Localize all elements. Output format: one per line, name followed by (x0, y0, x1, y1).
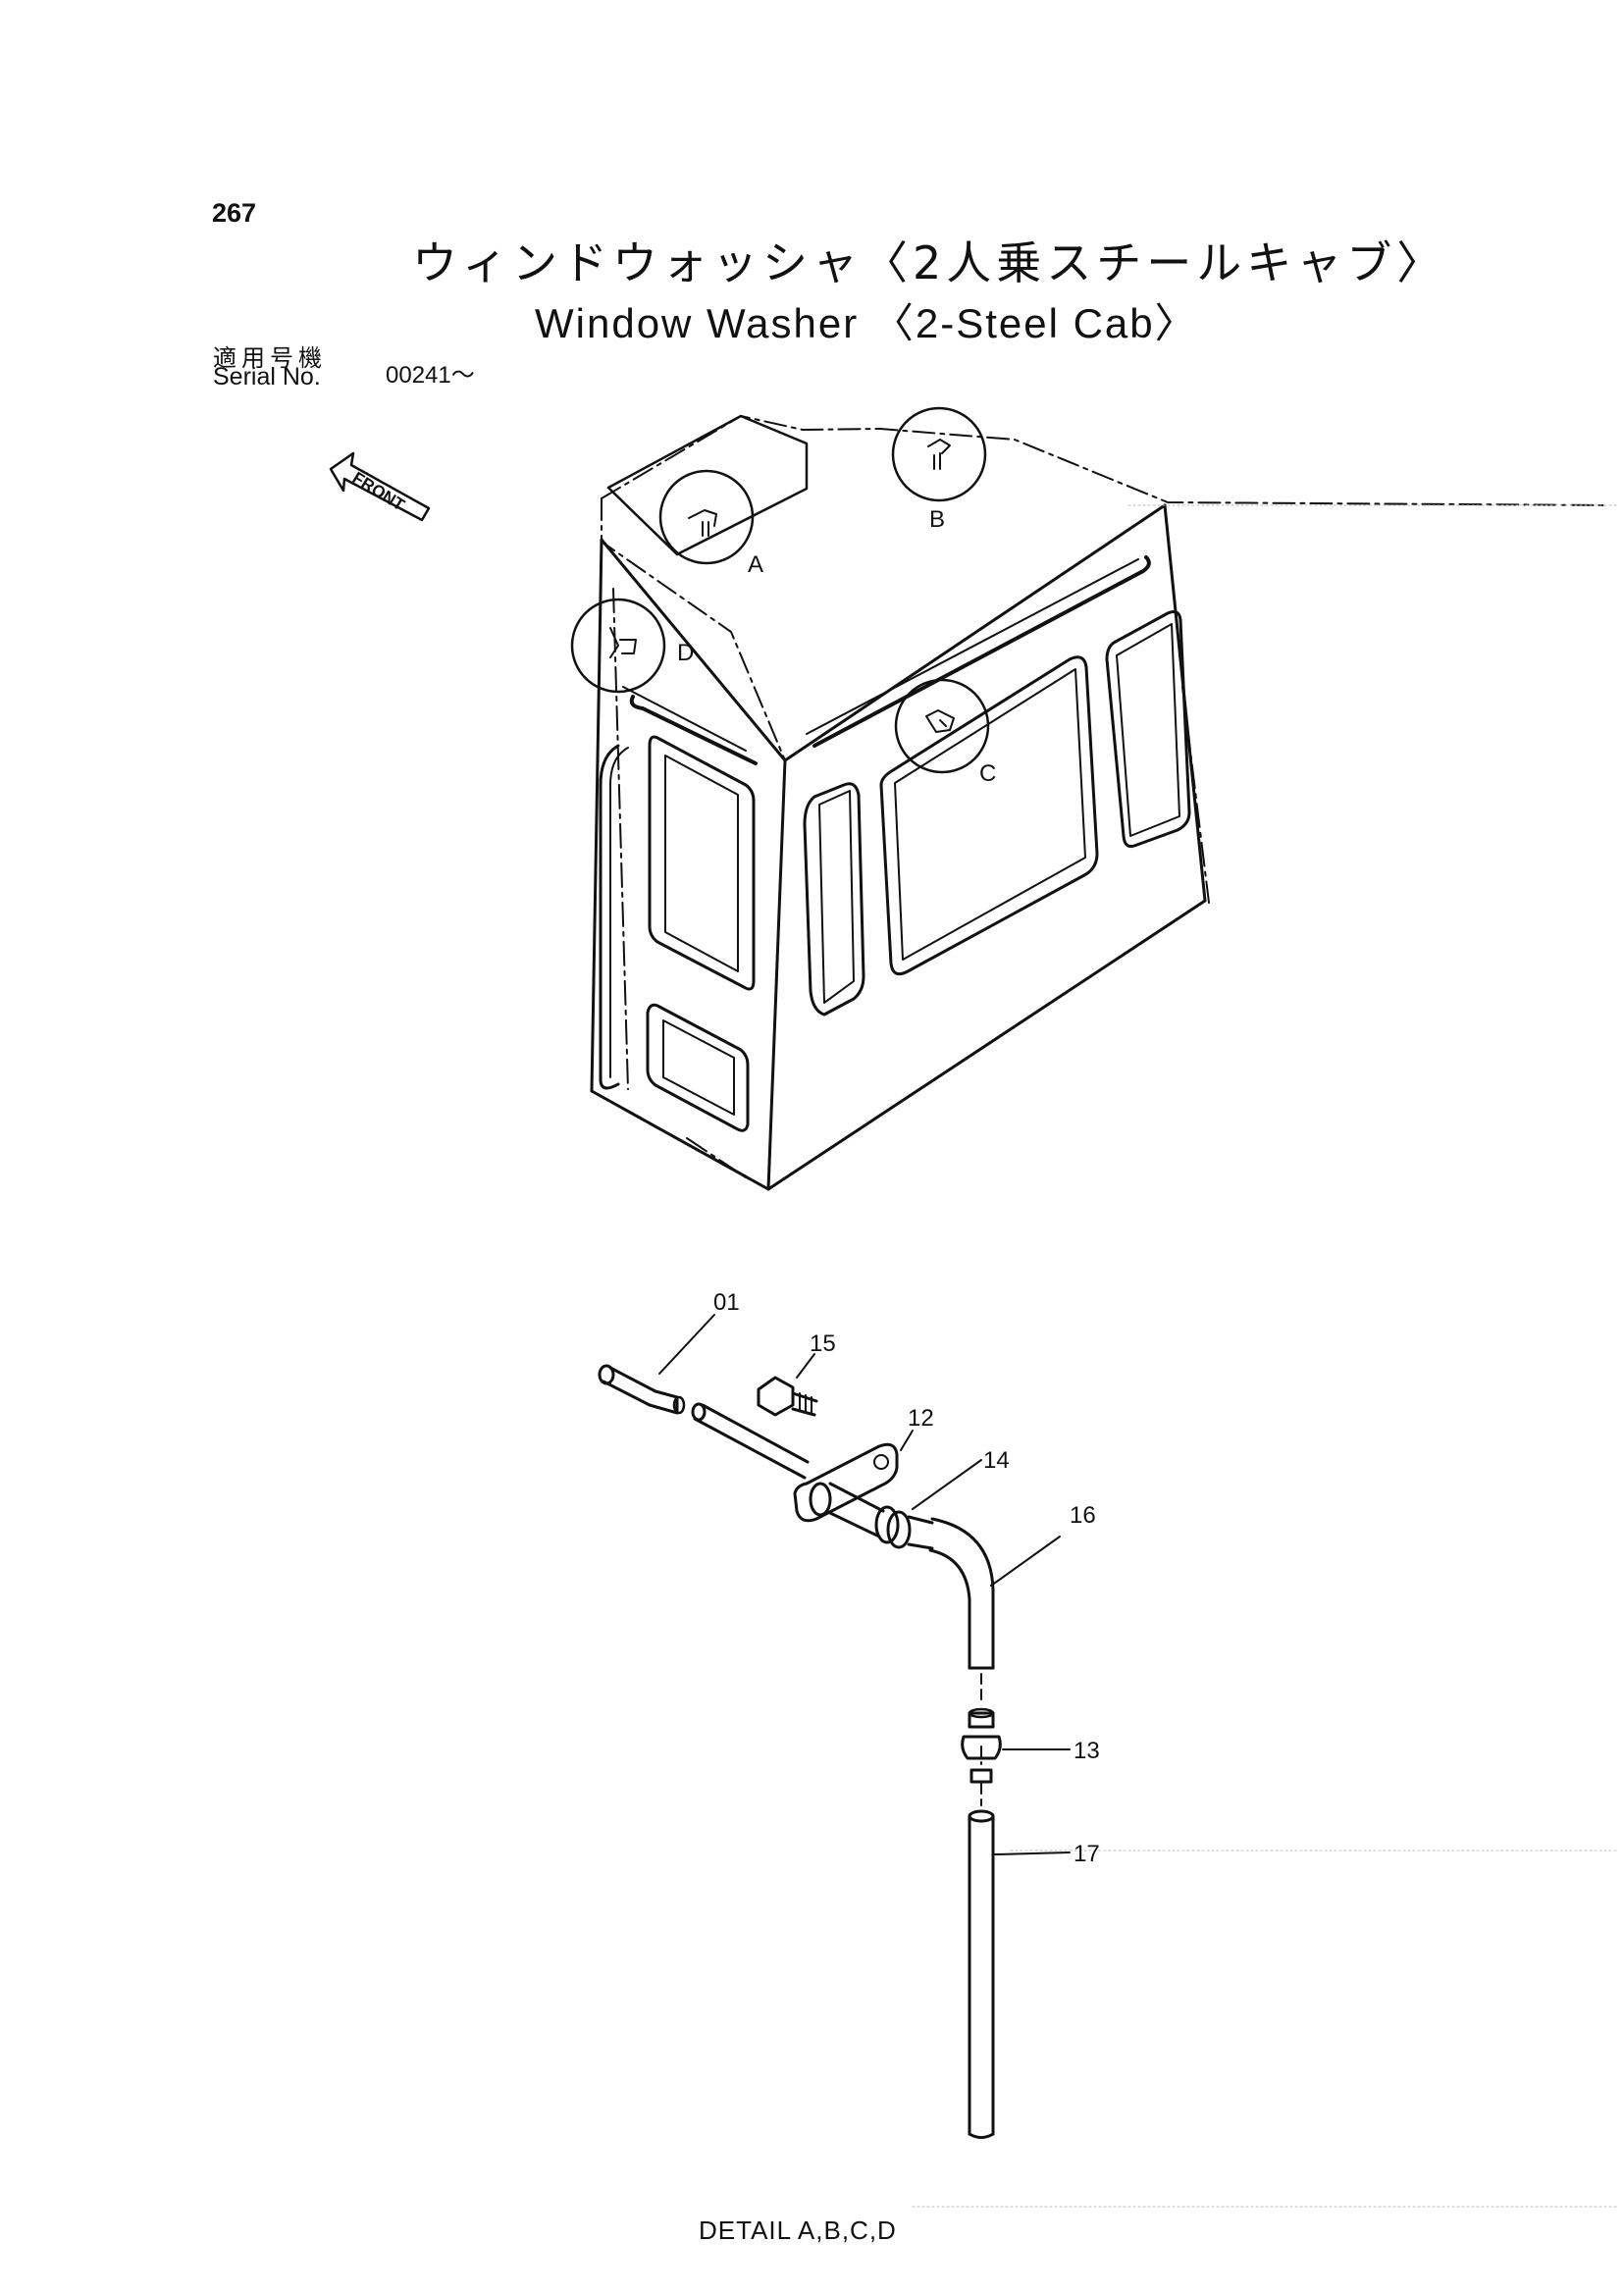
detail-circle-a (658, 469, 755, 565)
detail-marker-b: B (929, 506, 945, 533)
detail-circle-b (891, 406, 987, 502)
detail-marker-c: C (979, 760, 996, 787)
callout-13: 13 (1074, 1738, 1100, 1764)
callout-01: 01 (713, 1289, 740, 1316)
serial-label-japanese: 適用号機 (213, 344, 327, 372)
detail-circle-d (570, 598, 666, 694)
page-number: 267 (212, 198, 257, 228)
detail-marker-a: A (748, 551, 763, 578)
callout-12: 12 (908, 1405, 934, 1432)
title-japanese: ウィンドウォッシャ〈2人乗スチールキャブ〉 (412, 236, 1447, 289)
callout-15: 15 (810, 1330, 836, 1357)
washer-nozzle-assembly (598, 1314, 1071, 2139)
cab-body (570, 406, 1608, 1191)
callout-14: 14 (983, 1447, 1010, 1474)
detail-caption: DETAIL A,B,C,D (699, 2216, 897, 2245)
callout-16: 16 (1070, 1502, 1096, 1529)
detail-marker-d: D (677, 640, 694, 666)
serial-number: 00241～ (386, 362, 475, 389)
detail-circle-c (894, 678, 990, 774)
callout-17: 17 (1074, 1841, 1100, 1867)
front-arrow-icon: FRONT (329, 451, 431, 522)
title-english: Window Washer 〈2-Steel Cab〉 (535, 300, 1198, 346)
serial-label-english: Serial No. (213, 363, 321, 391)
